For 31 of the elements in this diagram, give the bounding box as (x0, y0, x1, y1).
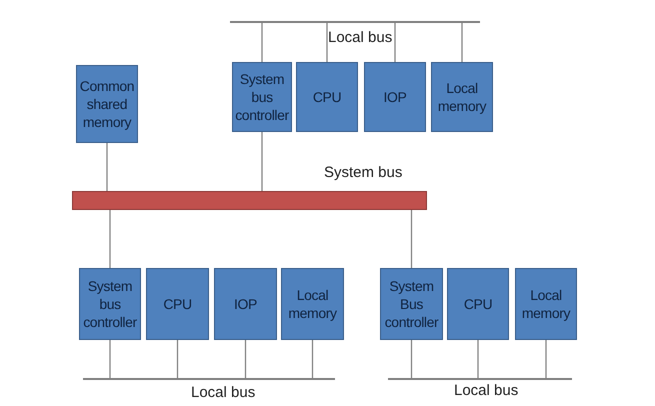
unit-box: Local memory (515, 268, 577, 340)
unit-box: System bus controller (232, 62, 292, 132)
bus-connection-line (545, 340, 547, 378)
unit-box: Local memory (431, 62, 493, 132)
bus-label: Local bus (191, 384, 256, 402)
bus-connection-line (461, 21, 463, 62)
unit-box: CPU (296, 62, 358, 132)
bus-connection-line (109, 340, 111, 378)
bus-connection-line (261, 132, 263, 191)
bus-connection-line (477, 340, 479, 378)
bus-connection-line (106, 143, 108, 191)
bus-connection-line (394, 21, 396, 62)
bus-connection-line (109, 210, 111, 268)
bus-connection-line (312, 340, 314, 378)
unit-box: System bus controller (79, 268, 141, 340)
bus-connection-line (261, 21, 263, 62)
unit-box: IOP (214, 268, 277, 340)
bus-connection-line (410, 210, 412, 268)
unit-box: System Bus controller (380, 268, 443, 340)
unit-box: IOP (364, 62, 426, 132)
bus-connection-line (244, 340, 246, 378)
bus-connection-line (410, 340, 412, 378)
unit-box: Common shared memory (76, 65, 138, 143)
bus-connection-line (176, 340, 178, 378)
bus-label: Local bus (328, 29, 392, 47)
unit-box: Local memory (281, 268, 344, 340)
bus-label: Local bus (454, 382, 518, 400)
bus-label: System bus (324, 164, 402, 182)
bus-connection-line (326, 21, 328, 62)
unit-box: CPU (146, 268, 209, 340)
unit-box: CPU (447, 268, 509, 340)
